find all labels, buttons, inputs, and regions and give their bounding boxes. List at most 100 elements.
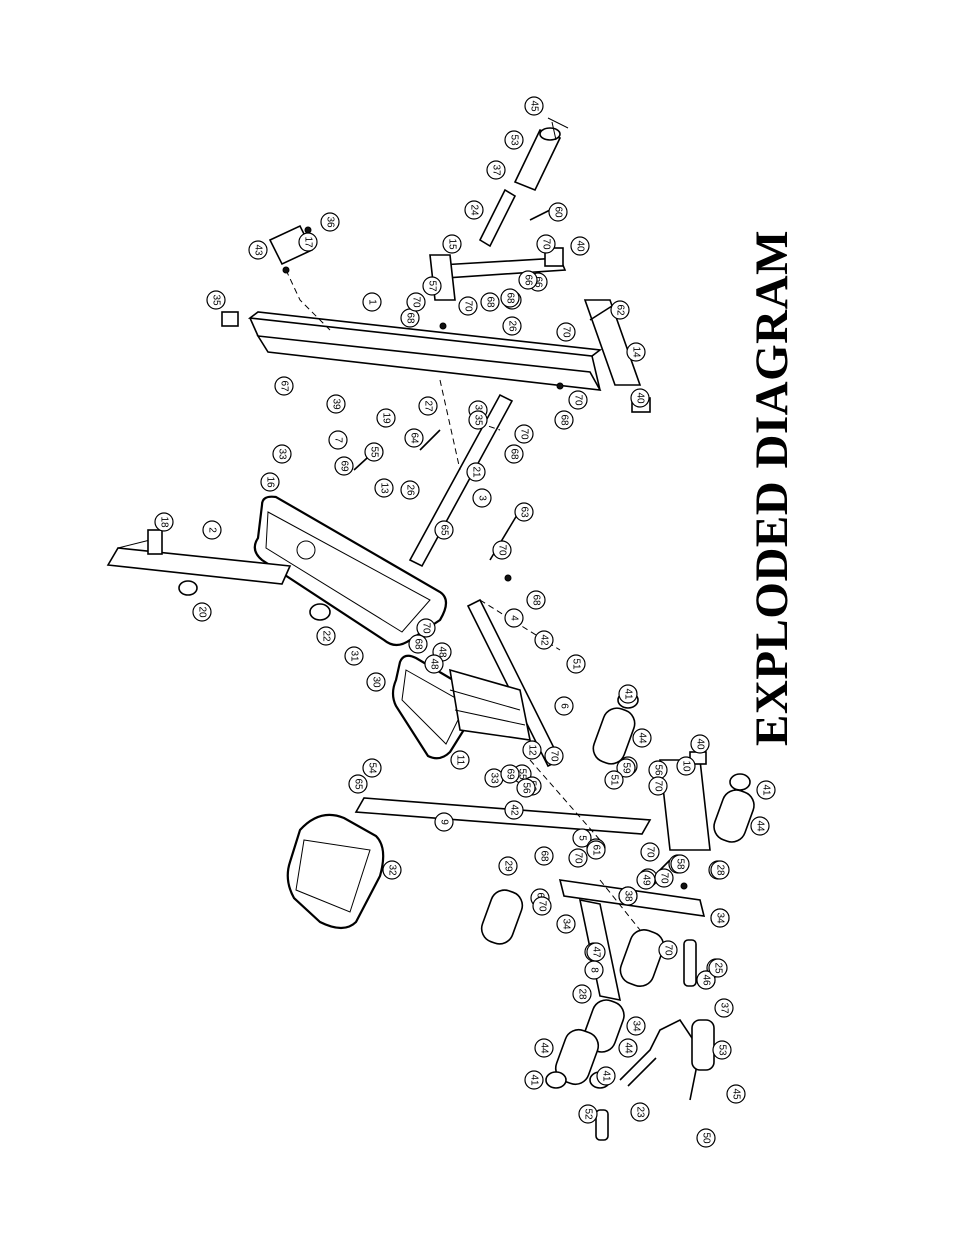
part-number-label: 25 (713, 962, 724, 974)
part-callout-26: 26 (400, 480, 420, 500)
part-callout-49: 49 (636, 870, 656, 890)
part-number-label: 1 (367, 299, 378, 305)
part-number-label: 40 (635, 392, 646, 404)
part-callout-55: 55 (364, 442, 384, 462)
bracket-18 (147, 529, 163, 555)
part-number-label: 45 (529, 100, 540, 112)
part-callout-68: 68 (480, 292, 500, 312)
part-number-label: 66 (533, 276, 544, 288)
part-callout-40: 40 (630, 388, 650, 408)
front-base-tube (583, 299, 642, 386)
part-callout-44: 44 (618, 1038, 638, 1058)
part-callout-35: 35 (468, 410, 488, 430)
part-callout-44: 44 (632, 728, 652, 748)
part-callout-37: 37 (486, 160, 506, 180)
part-callout-70: 70 (544, 746, 564, 766)
part-number-label: 55 (369, 446, 380, 458)
part-callout-41: 41 (524, 1070, 544, 1090)
part-callout-37: 37 (714, 998, 734, 1018)
part-number-label: 26 (405, 484, 416, 496)
part-callout-3: 3 (472, 488, 492, 508)
part-number-label: 69 (339, 460, 350, 472)
part-number-label: 13 (379, 482, 390, 494)
part-number-label: 28 (715, 864, 726, 876)
part-callout-10: 10 (676, 756, 696, 776)
part-number-label: 70 (463, 300, 474, 312)
part-callout-70: 70 (458, 296, 478, 316)
part-number-label: 38 (623, 890, 634, 902)
part-callout-53: 53 (504, 130, 524, 150)
part-number-label: 53 (717, 1044, 728, 1056)
part-callout-6: 6 (554, 696, 574, 716)
part-number-label: 33 (277, 448, 288, 460)
part-callout-40: 40 (570, 236, 590, 256)
part-number-label: 70 (573, 852, 584, 864)
part-callout-8: 8 (584, 960, 604, 980)
part-callout-32: 32 (382, 860, 402, 880)
part-callout-21: 21 (466, 462, 486, 482)
part-callout-70: 70 (514, 424, 534, 444)
part-callout-35: 35 (206, 290, 226, 310)
part-callout-70: 70 (654, 868, 674, 888)
part-callout-53: 53 (712, 1040, 732, 1060)
part-number-label: 7 (333, 437, 344, 443)
part-number-label: 66 (523, 274, 534, 286)
part-number-label: 47 (591, 946, 602, 958)
main-frame-tube (247, 311, 603, 357)
part-number-label: 55 (517, 768, 528, 780)
part-number-label: 4 (509, 615, 520, 621)
part-number-label: 22 (321, 630, 332, 642)
part-callout-54: 54 (362, 758, 382, 778)
part-number-label: 68 (531, 594, 542, 606)
part-number-label: 68 (509, 448, 520, 460)
part-callout-43: 43 (248, 240, 268, 260)
part-number-label: 59 (621, 762, 632, 774)
part-number-label: 37 (719, 1002, 730, 1014)
part-number-label: 21 (471, 466, 482, 478)
part-callout-68: 68 (534, 846, 554, 866)
part-callout-67: 67 (274, 376, 294, 396)
part-number-label: 70 (497, 544, 508, 556)
part-callout-56: 56 (648, 760, 668, 780)
part-callouts: 1234567891011121314151617181920212223242… (154, 96, 776, 1148)
part-callout-33: 33 (484, 768, 504, 788)
part-number-label: 65 (439, 524, 450, 536)
part-number-label: 70 (537, 900, 548, 912)
part-number-label: 63 (519, 506, 530, 518)
part-callout-19: 19 (376, 408, 396, 428)
part-callout-68: 68 (526, 590, 546, 610)
part-callout-70: 70 (492, 540, 512, 560)
part-callout-46: 46 (696, 970, 716, 990)
part-number-label: 27 (423, 400, 434, 412)
part-number-label: 51 (571, 658, 582, 670)
part-callout-1: 1 (362, 292, 382, 312)
part-callout-31: 31 (344, 646, 364, 666)
part-callout-68: 68 (500, 288, 520, 308)
roller-53-bottom (691, 1019, 715, 1071)
part-callout-65: 65 (348, 774, 368, 794)
part-callout-45: 45 (726, 1084, 746, 1104)
part-callout-18: 18 (154, 512, 174, 532)
part-number-label: 9 (439, 819, 450, 825)
part-callout-70: 70 (532, 896, 552, 916)
part-callout-39: 39 (326, 394, 346, 414)
part-number-label: 49 (641, 874, 652, 886)
part-number-label: 33 (489, 772, 500, 784)
part-callout-27: 27 (418, 396, 438, 416)
part-callout-65: 65 (434, 520, 454, 540)
part-number-label: 15 (447, 238, 458, 250)
part-callout-70: 70 (536, 234, 556, 254)
part-number-label: 32 (387, 864, 398, 876)
part-callout-69: 69 (500, 764, 520, 784)
part-number-label: 35 (473, 404, 484, 416)
part-callout-64: 64 (404, 428, 424, 448)
part-number-label: 67 (279, 380, 290, 392)
part-number-label: 60 (553, 206, 564, 218)
part-callout-63: 63 (514, 502, 534, 522)
part-number-label: 68 (405, 312, 416, 324)
part-callout-68: 68 (554, 410, 574, 430)
part-callout-16: 16 (260, 472, 280, 492)
part-number-label: 42 (539, 634, 550, 646)
part-number-label: 58 (675, 858, 686, 870)
part-callout-5: 5 (572, 828, 592, 848)
